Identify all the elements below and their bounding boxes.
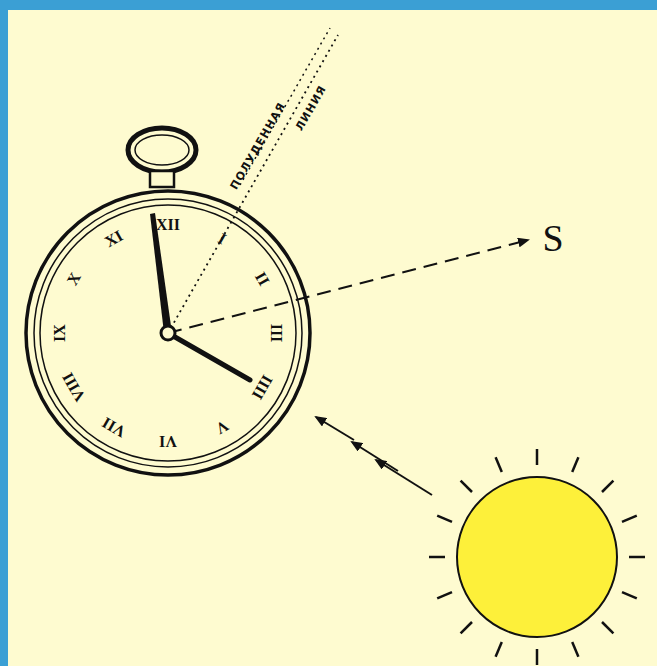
dial-numeral: XII — [156, 217, 180, 233]
watch-stem — [150, 171, 174, 187]
direction-letter: S — [542, 219, 563, 257]
sun-rays — [429, 449, 645, 665]
watch-bezel — [34, 199, 302, 467]
dial-numeral: III — [268, 324, 284, 343]
watch-case — [26, 191, 310, 475]
dial-numeral: IX — [52, 324, 68, 342]
watch-bow — [128, 128, 196, 172]
sunlight-arrow — [352, 442, 398, 471]
sunlight-arrow — [316, 417, 354, 440]
south-arrow — [168, 240, 528, 333]
noon-line — [168, 35, 338, 333]
sun — [457, 477, 617, 637]
watch-dial — [40, 205, 296, 461]
watch-bow-inner — [135, 135, 189, 165]
hand-pivot — [161, 326, 175, 340]
dial-numeral: VI — [159, 433, 177, 449]
hour-hand — [168, 333, 250, 380]
sunlight-arrow — [376, 460, 432, 495]
